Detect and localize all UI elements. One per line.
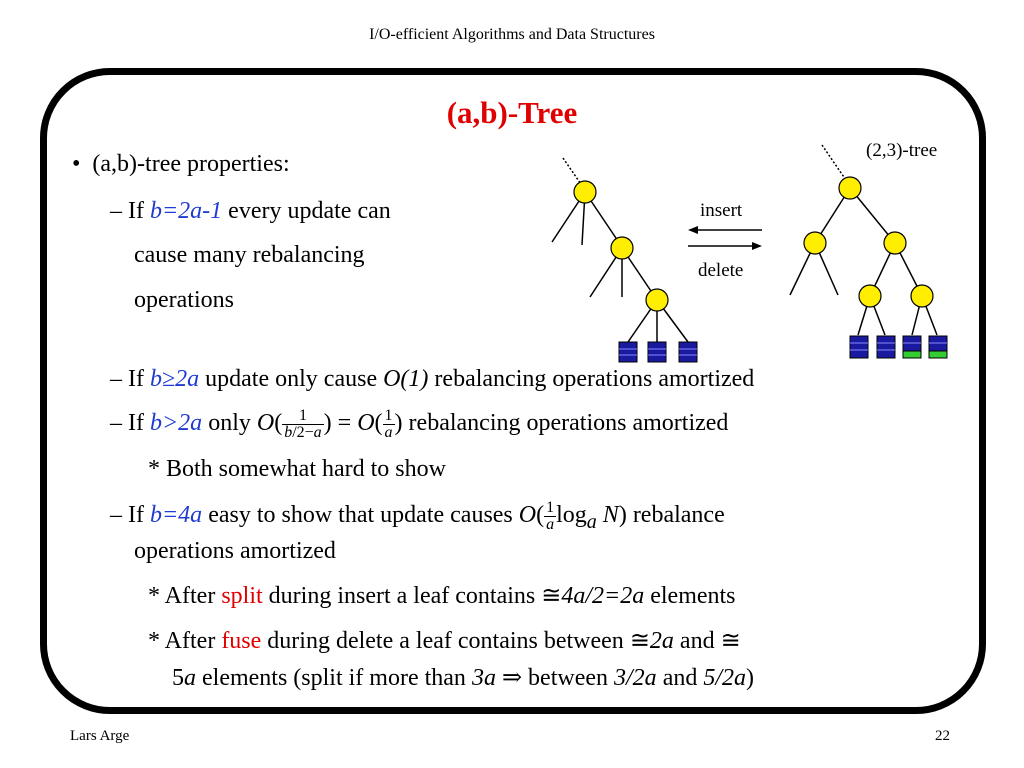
- leaf-block: [647, 341, 667, 363]
- sub1-prefix: – If: [110, 198, 150, 224]
- footer-page-number: 22: [935, 728, 950, 744]
- tree-node: [610, 236, 634, 260]
- star2-d: and: [673, 628, 721, 654]
- sub4-line1: – If b=4a easy to show that update cause…: [110, 500, 725, 536]
- sub2-prefix: – If: [110, 366, 150, 392]
- star2-fuse: fuse: [221, 628, 262, 654]
- leaf-block: [618, 341, 638, 363]
- approx-symbol-3: ≅: [720, 628, 741, 654]
- implies-arrow-icon: ⇒: [495, 665, 523, 691]
- sub1-text1: every update can: [222, 198, 391, 224]
- leaf-block: [849, 335, 869, 359]
- tree-label: (2,3)-tree: [866, 140, 938, 161]
- star1-c: 4a/2=2a: [561, 583, 645, 609]
- sub4-prefix: – If: [110, 502, 150, 529]
- approx-symbol-1: ≅: [541, 583, 562, 609]
- leaf-block-green: [902, 335, 922, 359]
- sub4-line2: operations amortized: [134, 538, 336, 564]
- sub1-line2: cause many rebalancing: [134, 242, 365, 268]
- sub2-o1: O(1): [383, 366, 429, 392]
- sub3-text: rebalancing operations amortized: [402, 410, 729, 437]
- sub1-line1: – If b=2a-1 every update can: [110, 197, 391, 225]
- star2-l2-h: ): [746, 665, 755, 691]
- star2-l2-f: and: [656, 665, 704, 691]
- star2-l2-g: 5/2a: [703, 665, 747, 691]
- tree-node: [838, 176, 862, 200]
- sub4-rebalance: rebalance: [626, 502, 725, 529]
- tree-node: [883, 231, 907, 255]
- star1-a: * After: [148, 583, 222, 609]
- star2-l2-d: between: [522, 665, 615, 691]
- sub4-condition: b=4a: [149, 502, 203, 529]
- star2-l2-b: elements (split if more than: [196, 665, 472, 691]
- footer-author: Lars Arge: [70, 728, 130, 744]
- bullet-dot: •: [72, 151, 81, 177]
- star2-line1: * After fuse during delete a leaf contai…: [148, 627, 741, 655]
- sub2-line: – If b≥2a update only cause O(1) rebalan…: [110, 365, 754, 393]
- bullet-main: • (a,b)-tree properties:: [72, 150, 290, 178]
- sub4-text: easy to show that update causes: [202, 502, 519, 529]
- course-header: I/O-efficient Algorithms and Data Struct…: [369, 26, 655, 43]
- approx-symbol-2: ≅: [629, 628, 650, 654]
- star2-l2-a: 5: [172, 665, 184, 691]
- sub2-text-b: rebalancing operations amortized: [428, 366, 755, 392]
- tree-node: [910, 284, 934, 308]
- star2-a: * After: [148, 628, 222, 654]
- leaf-block: [876, 335, 896, 359]
- sub3-condition: b>2a: [149, 410, 203, 437]
- tree-node: [573, 180, 597, 204]
- star1-split: split: [221, 583, 263, 609]
- star2-l2-a-var: a: [184, 665, 196, 691]
- sub3-star: * Both somewhat hard to show: [148, 456, 446, 482]
- slide-frame: [40, 68, 986, 714]
- insert-label: insert: [700, 200, 743, 221]
- star2-b: during delete a leaf contains between: [261, 628, 630, 654]
- tree-node: [645, 288, 669, 312]
- left-leaves: [618, 341, 698, 363]
- sub2-condition: b≥2a: [149, 366, 200, 392]
- insert-arrow: [688, 226, 762, 234]
- tree-node: [803, 231, 827, 255]
- star2-l2-e: 3/2a: [614, 665, 657, 691]
- slide-title: (a,b)-Tree: [446, 95, 578, 130]
- sub3-prefix: – If: [110, 410, 150, 437]
- leaf-block-green: [928, 335, 948, 359]
- star2-l2-c: 3a: [471, 665, 496, 691]
- leaf-block: [678, 341, 698, 363]
- star1-d: elements: [644, 583, 736, 609]
- sub2-text-a: update only cause: [199, 366, 384, 392]
- star1-line: * After split during insert a leaf conta…: [148, 582, 736, 610]
- star2-c: 2a: [649, 628, 674, 654]
- delete-arrow: [688, 242, 762, 250]
- bullet-main-text: (a,b)-tree properties:: [92, 151, 290, 177]
- star1-b: during insert a leaf contains: [262, 583, 542, 609]
- star2-line2: 5a elements (split if more than 3a ⇒ bet…: [172, 664, 754, 692]
- delete-label: delete: [698, 260, 743, 281]
- sub3-only: only: [202, 410, 257, 437]
- tree-node: [858, 284, 882, 308]
- sub1-line3: operations: [134, 287, 234, 313]
- sub1-condition: b=2a-1: [149, 198, 223, 224]
- right-leaves: [849, 335, 948, 359]
